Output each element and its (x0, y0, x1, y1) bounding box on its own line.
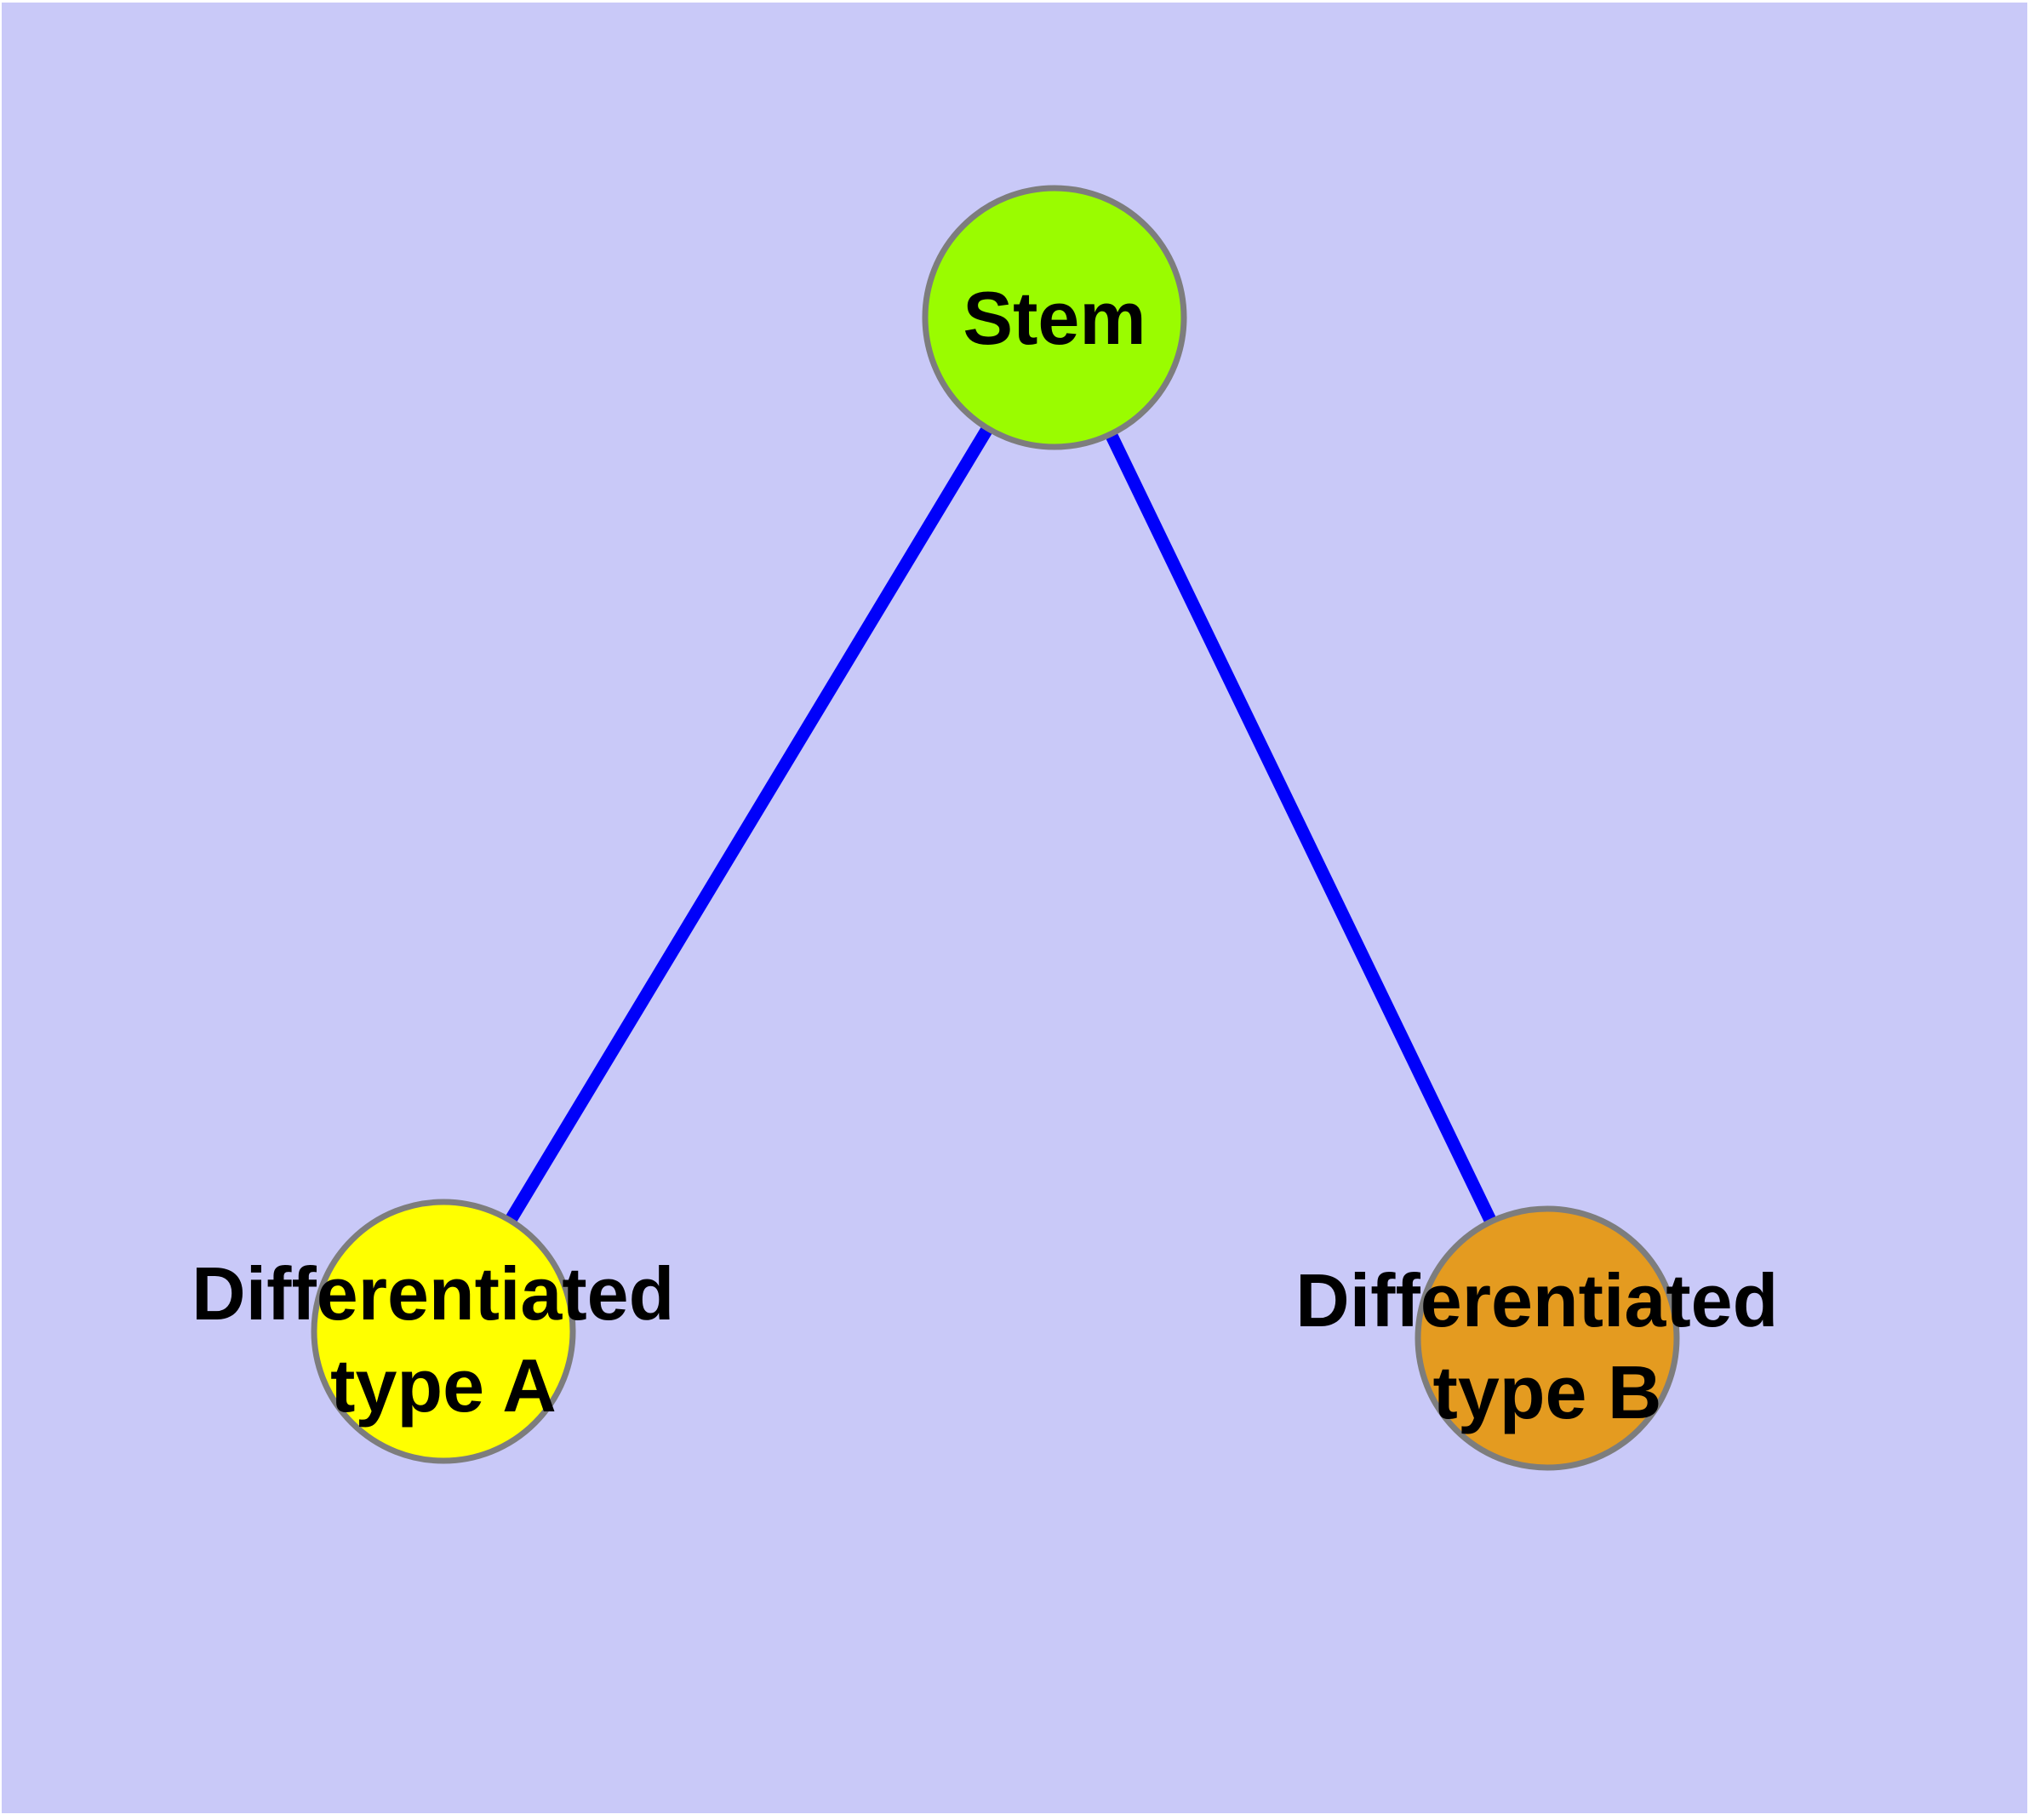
node-stem-label: Stem (963, 276, 1146, 360)
node-differentiated-type-b (1415, 1205, 1680, 1471)
node-type-a-label-line2: type A (330, 1343, 557, 1428)
node-type-b-label-line1: Differentiated (1295, 1258, 1778, 1342)
node-differentiated-type-a (311, 1199, 576, 1464)
node-stem (922, 185, 1187, 450)
node-type-a-label: Differentiated type A (191, 1251, 695, 1428)
edge-stem-to-type-a (437, 314, 1060, 1335)
node-type-b-label-line2: type B (1433, 1350, 1662, 1434)
node-type-b-label: Differentiated type B (1295, 1258, 1799, 1434)
node-type-a-label-line1: Differentiated (191, 1251, 674, 1336)
edge-stem-to-type-b (1049, 314, 1553, 1342)
